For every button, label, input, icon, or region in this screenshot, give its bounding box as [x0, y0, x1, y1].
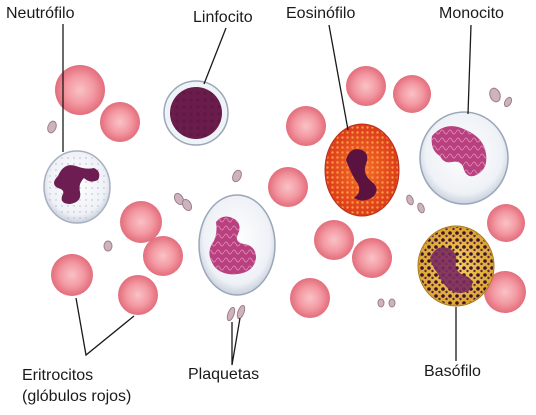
erythrocyte: [487, 204, 525, 242]
erythrocyte: [346, 66, 386, 106]
basophil: [418, 226, 494, 306]
monocyte: [420, 112, 508, 204]
erythrocyte: [393, 75, 431, 113]
lymphocyte: [164, 81, 228, 145]
label-eritrocitos: Eritrocitos: [22, 367, 93, 385]
label-basofilo: Basófilo: [424, 363, 481, 381]
label-globulos-rojos: (glóbulos rojos): [22, 388, 131, 406]
label-linfocito: Linfocito: [193, 9, 253, 27]
label-neutrofilo: Neutrófilo: [6, 5, 74, 23]
erythrocyte: [268, 167, 308, 207]
erythrocyte: [143, 236, 183, 276]
erythrocyte: [352, 238, 392, 278]
label-eosinofilo: Eosinófilo: [286, 5, 355, 23]
label-monocito: Monocito: [439, 5, 504, 23]
eosinophil: [325, 124, 399, 216]
erythrocyte: [51, 254, 93, 296]
erythrocyte: [290, 278, 330, 318]
erythrocyte: [100, 102, 140, 142]
neutrophil: [44, 151, 110, 223]
monocyte-center: [199, 195, 275, 295]
label-plaquetas: Plaquetas: [188, 366, 259, 384]
erythrocyte: [120, 201, 162, 243]
erythrocyte: [314, 220, 354, 260]
erythrocyte: [286, 106, 326, 146]
erythrocyte: [118, 275, 158, 315]
